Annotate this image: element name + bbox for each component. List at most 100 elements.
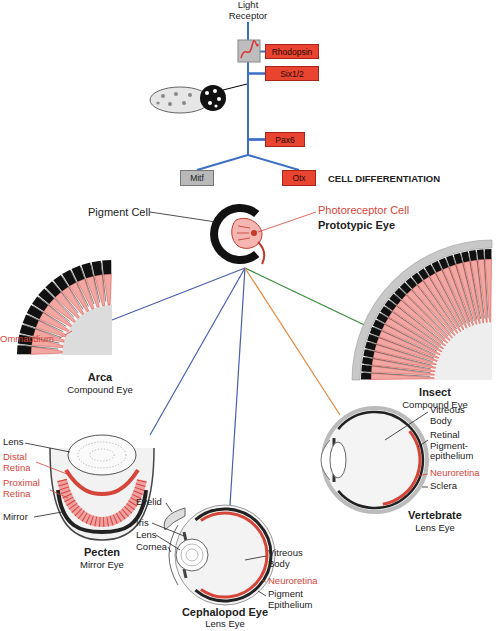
gene-box: Rhodopsin bbox=[265, 44, 319, 59]
part-label: Iris bbox=[136, 518, 149, 529]
pigment-cap bbox=[461, 251, 470, 262]
evolution-lines bbox=[150, 268, 245, 435]
pigment-cap bbox=[477, 249, 484, 259]
part-label: Distal Retina bbox=[3, 452, 37, 473]
insect-compound-eye bbox=[352, 240, 492, 380]
cephalopod-lens-eye bbox=[201, 513, 267, 597]
eye-title: Pecten bbox=[62, 546, 142, 558]
eye-title: Vertebrate bbox=[395, 509, 475, 521]
cell-illustration bbox=[156, 101, 159, 104]
vertebrate-lens-eye bbox=[323, 408, 427, 512]
eye-subtitle: Lens Eye bbox=[395, 523, 475, 534]
cell-illustration bbox=[223, 84, 247, 90]
eye-title: Arca bbox=[60, 371, 140, 383]
pecten-mirror-eye bbox=[78, 442, 126, 468]
cell-illustration bbox=[168, 102, 172, 106]
vertebrate-lens-eye bbox=[338, 412, 423, 508]
eye-title: Cephalopod Eye bbox=[170, 606, 280, 618]
prototypic-eye bbox=[258, 242, 264, 264]
pigment-cap bbox=[361, 373, 371, 380]
signal-connector bbox=[197, 140, 265, 171]
eye-subtitle: Lens Eye bbox=[170, 619, 280, 630]
cephalopod-lens-eye bbox=[176, 539, 208, 571]
part-label: Lens bbox=[136, 530, 157, 541]
eye-title: Insect bbox=[395, 386, 475, 398]
part-label: Retinal Pigment-epithelium bbox=[430, 430, 500, 462]
pigment-cap bbox=[469, 250, 477, 261]
pecten-mirror-eye bbox=[25, 435, 154, 540]
prototypic-eye bbox=[238, 238, 250, 240]
pigment-cap bbox=[361, 365, 372, 372]
part-label: Pigment Cell bbox=[88, 206, 150, 218]
vertebrate-lens-eye bbox=[321, 440, 330, 480]
pecten-mirror-eye bbox=[90, 449, 114, 461]
rhodopsin-icon bbox=[238, 40, 260, 62]
part-label: Pigment Epithelium bbox=[268, 589, 323, 610]
pigment-cap bbox=[17, 345, 31, 354]
cephalopod-lens-eye bbox=[152, 503, 275, 605]
cell-illustration bbox=[188, 93, 192, 97]
prototypic-eye bbox=[251, 230, 257, 236]
eye-title: Prototypic Eye bbox=[318, 219, 395, 231]
node-text: Pax6 bbox=[275, 135, 294, 145]
part-label: Vitreous Body bbox=[430, 405, 480, 426]
part-label: Mirror bbox=[3, 512, 28, 523]
cephalopod-lens-eye bbox=[164, 508, 185, 530]
cell-illustration bbox=[161, 94, 165, 98]
vertebrate-lens-eye bbox=[416, 474, 428, 476]
vertebrate-lens-eye bbox=[321, 408, 428, 512]
evolution-lines bbox=[230, 268, 245, 505]
cephalopod-lens-eye bbox=[258, 591, 266, 596]
part-label: Neuroretina bbox=[430, 468, 480, 479]
cell-illustration bbox=[205, 91, 209, 95]
pecten-mirror-eye bbox=[25, 443, 70, 452]
pecten-mirror-eye bbox=[62, 480, 142, 522]
cell-illustration bbox=[200, 85, 226, 111]
ommatidia-fan bbox=[361, 249, 492, 380]
prototypic-eye bbox=[232, 218, 262, 248]
gene-box: Pax6 bbox=[265, 132, 305, 147]
cephalopod-lens-eye bbox=[186, 549, 198, 561]
pecten-mirror-eye bbox=[34, 512, 62, 517]
prototypic-eye bbox=[237, 233, 249, 234]
vertebrate-lens-eye bbox=[383, 431, 420, 504]
part-label: Photoreceptor Cell bbox=[318, 204, 409, 216]
cephalopod-lens-eye bbox=[152, 523, 184, 536]
vertebrate-lens-eye bbox=[422, 487, 428, 488]
eye-subtitle: Compound Eye bbox=[50, 385, 150, 396]
pigment-cap bbox=[363, 349, 374, 358]
cell-illustration bbox=[150, 84, 247, 113]
pigment-cap bbox=[454, 253, 463, 264]
input-label: Light Receptor bbox=[218, 0, 278, 21]
gene-box: Mitf bbox=[180, 170, 214, 186]
part-label: Ommatidium bbox=[0, 334, 54, 345]
part-label: Proximal Retina bbox=[3, 478, 51, 499]
part-label: Vitreous Body bbox=[268, 548, 318, 569]
cell-illustration bbox=[182, 101, 186, 105]
pecten-mirror-eye bbox=[36, 462, 72, 476]
prototypic-eye bbox=[150, 212, 216, 222]
prototypic-eye bbox=[150, 204, 316, 264]
cephalopod-lens-eye bbox=[168, 547, 171, 552]
eye-subtitle: Mirror Eye bbox=[62, 560, 142, 571]
vertebrate-lens-eye bbox=[330, 442, 346, 478]
rhodopsin-icon bbox=[238, 40, 260, 62]
pecten-mirror-eye bbox=[62, 480, 142, 522]
pigment-cap bbox=[365, 342, 376, 351]
gene-box: Six1/2 bbox=[265, 66, 319, 81]
node-text: Otx bbox=[292, 173, 305, 183]
cephalopod-lens-eye bbox=[184, 569, 186, 578]
part-label: Neuroretina bbox=[268, 576, 318, 587]
prototypic-eye bbox=[238, 226, 250, 228]
node-text: Six1/2 bbox=[280, 69, 304, 79]
prototypic-eye bbox=[258, 212, 316, 232]
vertebrate-lens-eye bbox=[418, 440, 428, 447]
stage-heading: CELL DIFFERENTIATION bbox=[328, 174, 440, 185]
pigment-cap bbox=[102, 260, 111, 274]
cephalopod-lens-eye bbox=[184, 532, 186, 541]
